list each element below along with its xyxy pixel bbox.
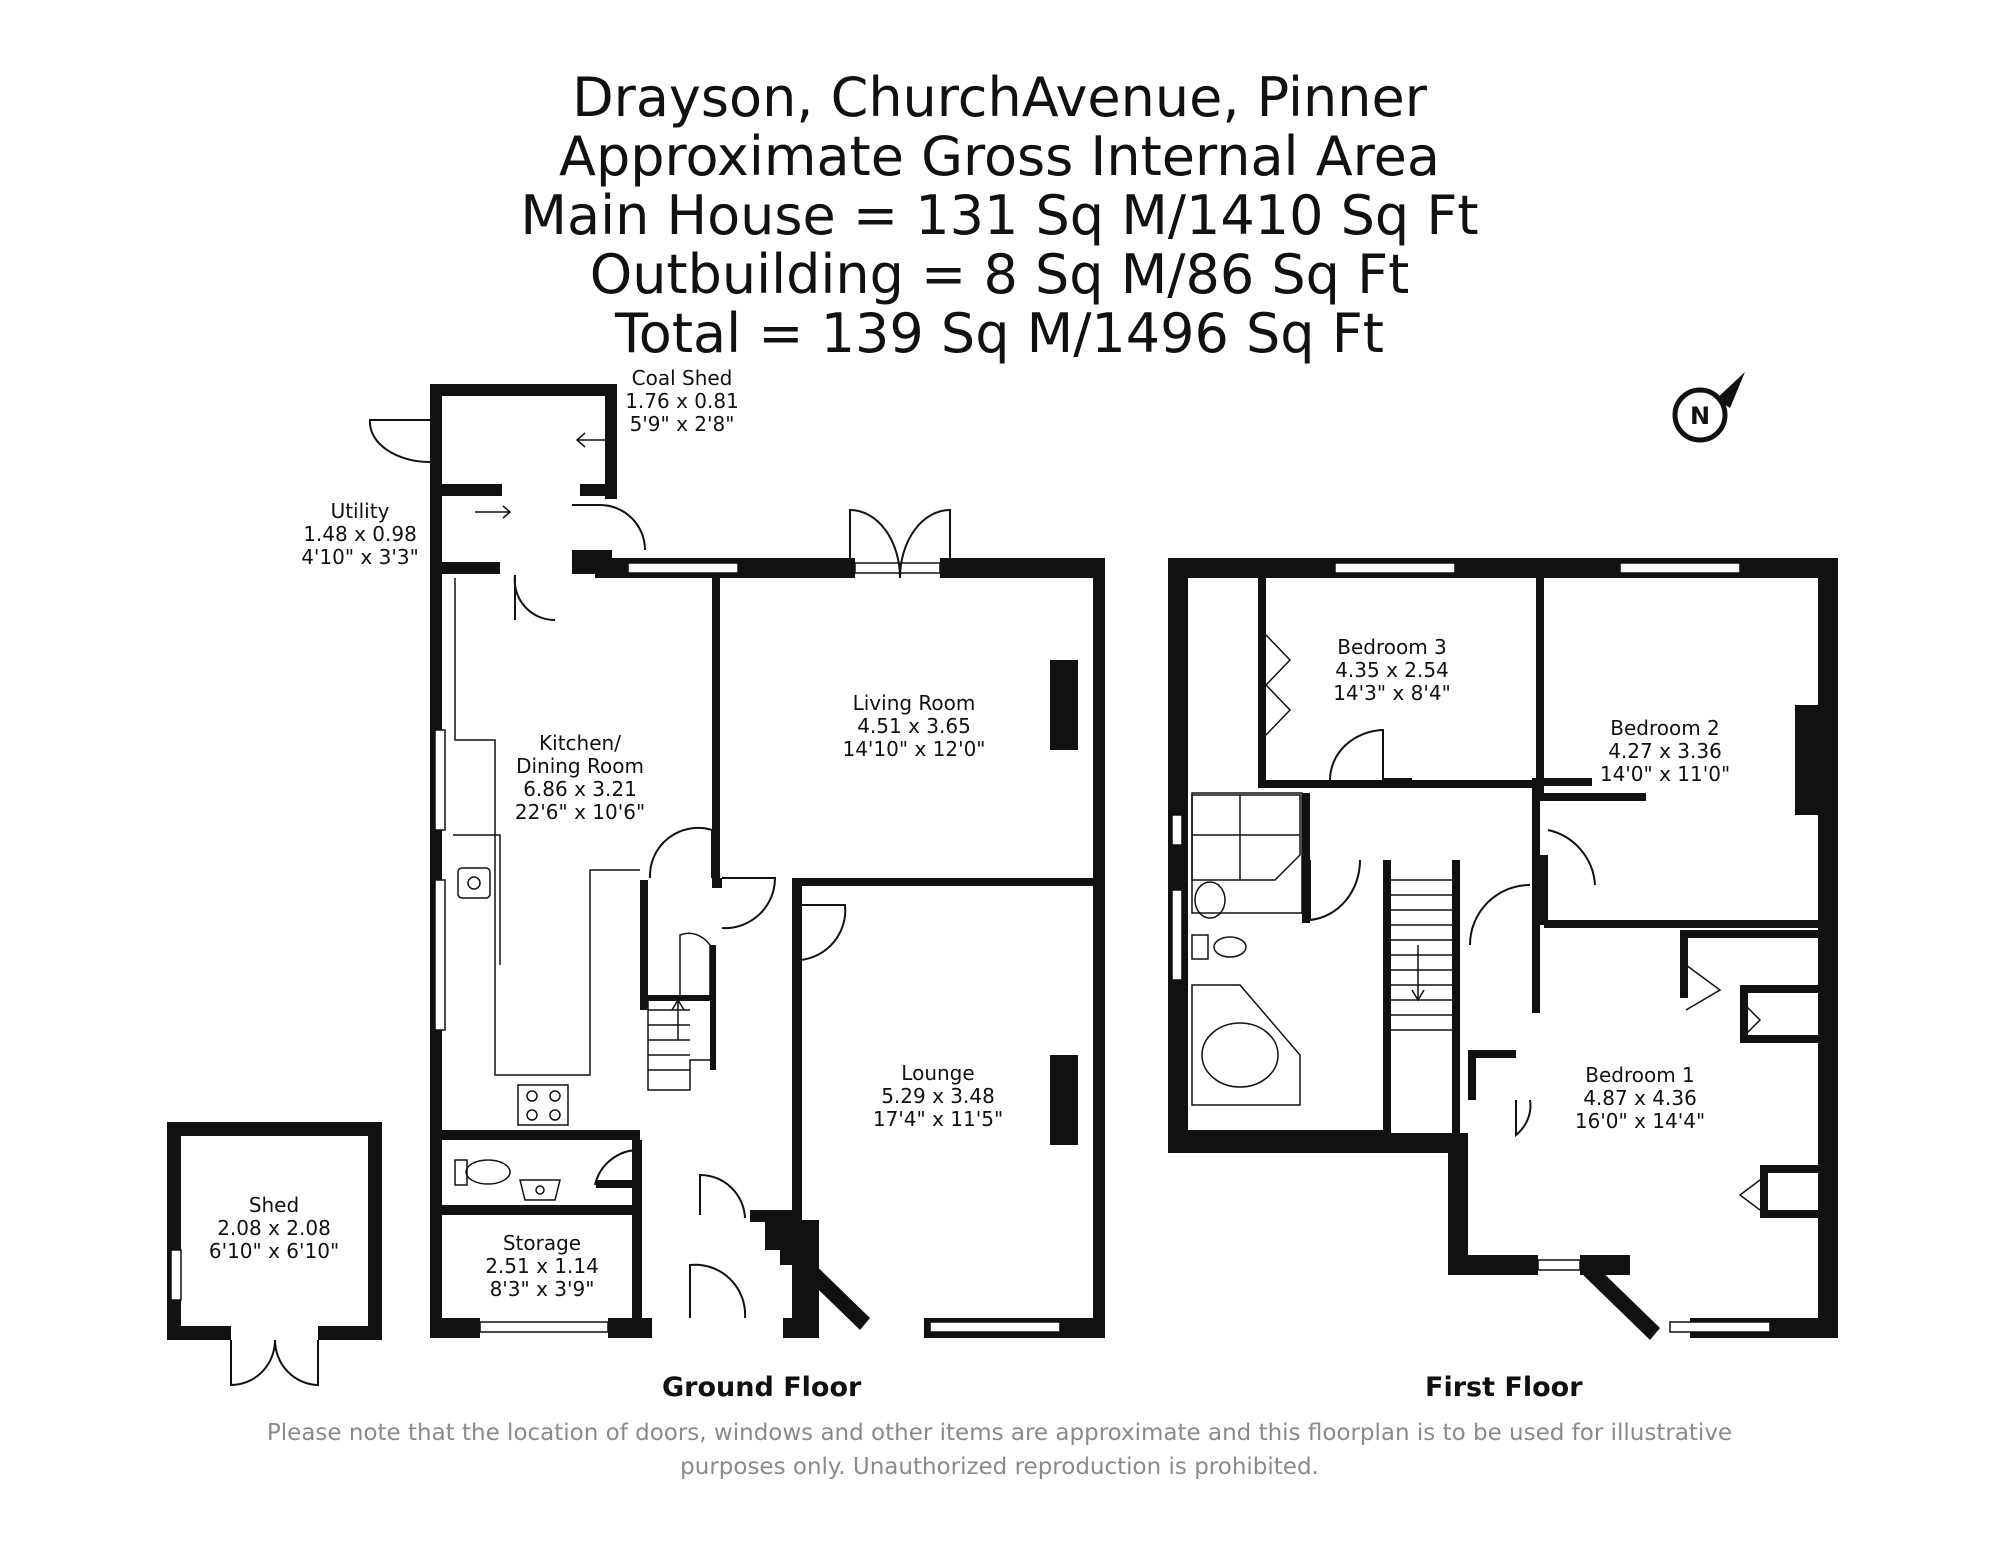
bedroom3-wardrobe (1265, 634, 1384, 781)
utility-label: Utility 1.48 x 0.98 4'10" x 3'3" (301, 499, 419, 569)
utility-imperial: 4'10" x 3'3" (301, 545, 419, 569)
living-room-french-doors (849, 508, 951, 579)
coal-shed-label: Coal Shed 1.76 x 0.81 5'9" x 2'8" (625, 366, 739, 436)
bedroom2-label: Bedroom 2 4.27 x 3.36 14'0" x 11'0" (1600, 716, 1730, 786)
coal-shed-name: Coal Shed (632, 366, 733, 390)
shed-metric: 2.08 x 2.08 (217, 1216, 331, 1240)
first-floor-label: First Floor (1425, 1372, 1583, 1403)
north-arrow-icon: N (1672, 372, 1745, 443)
bedroom2-metric: 4.27 x 3.36 (1608, 739, 1722, 763)
living-room-name: Living Room (853, 691, 976, 715)
shed-walls (167, 1122, 382, 1387)
coal-shed-metric: 1.76 x 0.81 (625, 389, 739, 413)
ground-floor-interior-walls (442, 578, 1093, 1325)
bedroom1-label: Bedroom 1 4.87 x 4.36 16'0" x 14'4" (1575, 1063, 1705, 1133)
shed-imperial: 6'10" x 6'10" (209, 1239, 339, 1263)
coal-shed-walls (368, 384, 617, 499)
kitchen-name-line2: Dining Room (516, 754, 644, 778)
title-outbuilding-area: Outbuilding = 8 Sq M/86 Sq Ft (589, 243, 1410, 306)
compass-letter: N (1690, 402, 1710, 430)
bedroom2-imperial: 14'0" x 11'0" (1600, 762, 1730, 786)
living-room-imperial: 14'10" x 12'0" (842, 737, 985, 761)
wc-fittings (454, 1148, 641, 1201)
living-room-metric: 4.51 x 3.65 (857, 714, 971, 738)
bedroom1-doors (1515, 964, 1762, 1211)
kitchen-fittings (453, 574, 640, 1126)
shed-label: Shed 2.08 x 2.08 6'10" x 6'10" (209, 1193, 339, 1263)
shed-name: Shed (249, 1193, 299, 1217)
storage-imperial: 8'3" x 3'9" (490, 1277, 595, 1301)
bedroom1-name: Bedroom 1 (1585, 1063, 1695, 1087)
title-address: Drayson, ChurchAvenue, Pinner (572, 66, 1427, 129)
bedroom3-name: Bedroom 3 (1337, 635, 1447, 659)
front-door (689, 1173, 747, 1319)
living-room-label: Living Room 4.51 x 3.65 14'10" x 12'0" (842, 691, 985, 761)
disclaimer-line1: Please note that the location of doors, … (266, 1420, 1733, 1446)
kitchen-imperial: 22'6" x 10'6" (515, 800, 645, 824)
first-floor-interior-walls (1188, 578, 1818, 1218)
kitchen-metric: 6.86 x 3.21 (523, 777, 637, 801)
title-area-heading: Approximate Gross Internal Area (559, 125, 1440, 188)
bathroom-fittings (1191, 792, 1362, 1106)
storage-label: Storage 2.51 x 1.14 8'3" x 3'9" (485, 1231, 599, 1301)
disclaimer-line2: purposes only. Unauthorized reproduction… (680, 1454, 1319, 1480)
kitchen-label: Kitchen/ Dining Room 6.86 x 3.21 22'6" x… (515, 731, 645, 824)
lounge-label: Lounge 5.29 x 3.48 17'4" x 11'5" (873, 1061, 1003, 1131)
lounge-name: Lounge (901, 1061, 974, 1085)
floorplan-title: Drayson, ChurchAvenue, Pinner Approximat… (0, 68, 1999, 363)
storage-metric: 2.51 x 1.14 (485, 1254, 599, 1278)
title-main-house-area: Main House = 131 Sq M/1410 Sq Ft (520, 184, 1479, 247)
utility-name: Utility (331, 499, 390, 523)
hall-and-stairs (647, 826, 847, 1091)
first-floor-plan (1168, 558, 1838, 1340)
bedroom1-metric: 4.87 x 4.36 (1583, 1086, 1697, 1110)
lounge-imperial: 17'4" x 11'5" (873, 1107, 1003, 1131)
ground-floor-plan (167, 384, 1105, 1387)
title-total-area: Total = 139 Sq M/1496 Sq Ft (615, 302, 1384, 365)
storage-name: Storage (503, 1231, 581, 1255)
lounge-metric: 5.29 x 3.48 (881, 1084, 995, 1108)
bedroom1-imperial: 16'0" x 14'4" (1575, 1109, 1705, 1133)
bedroom3-label: Bedroom 3 4.35 x 2.54 14'3" x 8'4" (1333, 635, 1451, 705)
kitchen-name-line1: Kitchen/ (539, 731, 621, 755)
ground-floor-outer-walls (430, 558, 1105, 1338)
disclaimer: Please note that the location of doors, … (0, 1416, 1999, 1484)
bedroom2-name: Bedroom 2 (1610, 716, 1720, 740)
ground-floor-label: Ground Floor (662, 1372, 862, 1403)
first-floor-stairs (1383, 829, 1596, 1031)
bedroom3-imperial: 14'3" x 8'4" (1333, 681, 1451, 705)
first-floor-outer-walls (1168, 558, 1838, 1340)
utility-metric: 1.48 x 0.98 (303, 522, 417, 546)
coal-shed-imperial: 5'9" x 2'8" (630, 412, 735, 436)
bedroom3-metric: 4.35 x 2.54 (1335, 658, 1449, 682)
